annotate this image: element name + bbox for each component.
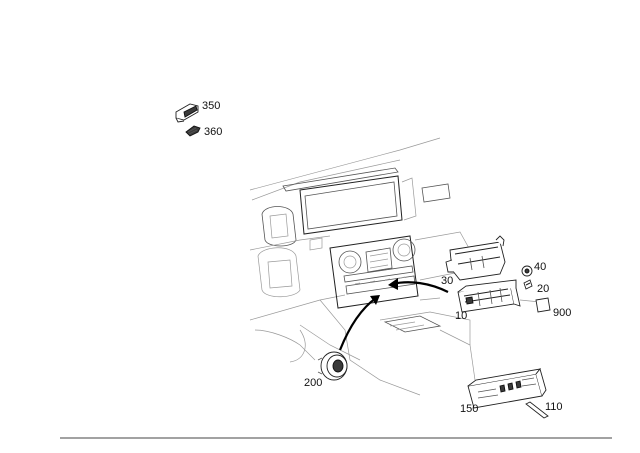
arrow-to-head-unit xyxy=(391,281,449,293)
part-360-icon xyxy=(185,125,201,137)
part-40-nut xyxy=(521,265,533,277)
label-200: 200 xyxy=(304,377,322,389)
part-110-strip xyxy=(525,401,549,419)
arrow-head-2 xyxy=(370,295,380,305)
label-20: 20 xyxy=(537,283,549,295)
part-30-bracket xyxy=(445,235,506,281)
part-150-control-panel xyxy=(467,368,547,409)
arrow-head-1 xyxy=(388,278,398,290)
part-350-icon xyxy=(175,103,199,123)
label-40: 40 xyxy=(534,261,546,273)
label-900: 900 xyxy=(553,307,571,319)
part-200-speaker xyxy=(317,351,348,381)
label-10: 10 xyxy=(455,310,467,322)
label-360: 360 xyxy=(204,126,222,138)
part-10-head-unit xyxy=(457,279,521,313)
label-150: 150 xyxy=(460,403,478,415)
dashboard-drawing xyxy=(249,137,476,396)
part-20-screw xyxy=(523,279,533,290)
label-110: 110 xyxy=(545,401,563,413)
label-30: 30 xyxy=(441,275,453,287)
label-350: 350 xyxy=(202,100,220,112)
arrow-to-console xyxy=(338,297,377,351)
part-900-connector xyxy=(519,297,551,313)
